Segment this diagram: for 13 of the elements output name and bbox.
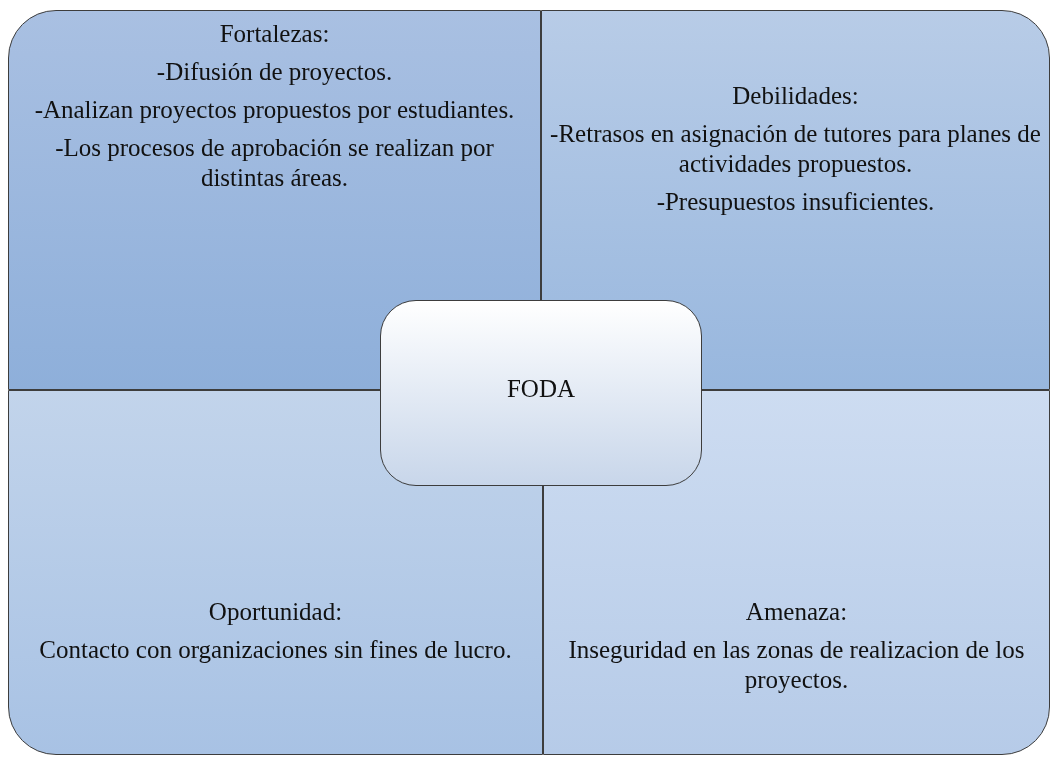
body-text: Inseguridad en las zonas de realizacion de los proyectos. [567,635,1026,695]
center-box [380,300,702,486]
body-text: -Presupuestos insuficientes. [655,187,936,217]
heading-text: Oportunidad: [207,597,344,627]
body-text: -Difusión de proyectos. [155,57,394,87]
body-text: Contacto con organizaciones sin fines de lucro. [38,635,513,665]
body-text: -Retrasos en asignación de tutores para planes de actividades propuestos. [549,119,1042,179]
heading-text: Fortalezas: [218,19,331,49]
heading-text: Debilidades: [731,81,860,111]
body-text: -Analizan proyectos propuestos por estudiantes. [33,95,516,125]
body-text: -Los procesos de aprobación se realizan por distintas áreas. [54,133,495,193]
heading-text: FODA [505,374,577,404]
heading-text: Amenaza: [744,597,849,627]
